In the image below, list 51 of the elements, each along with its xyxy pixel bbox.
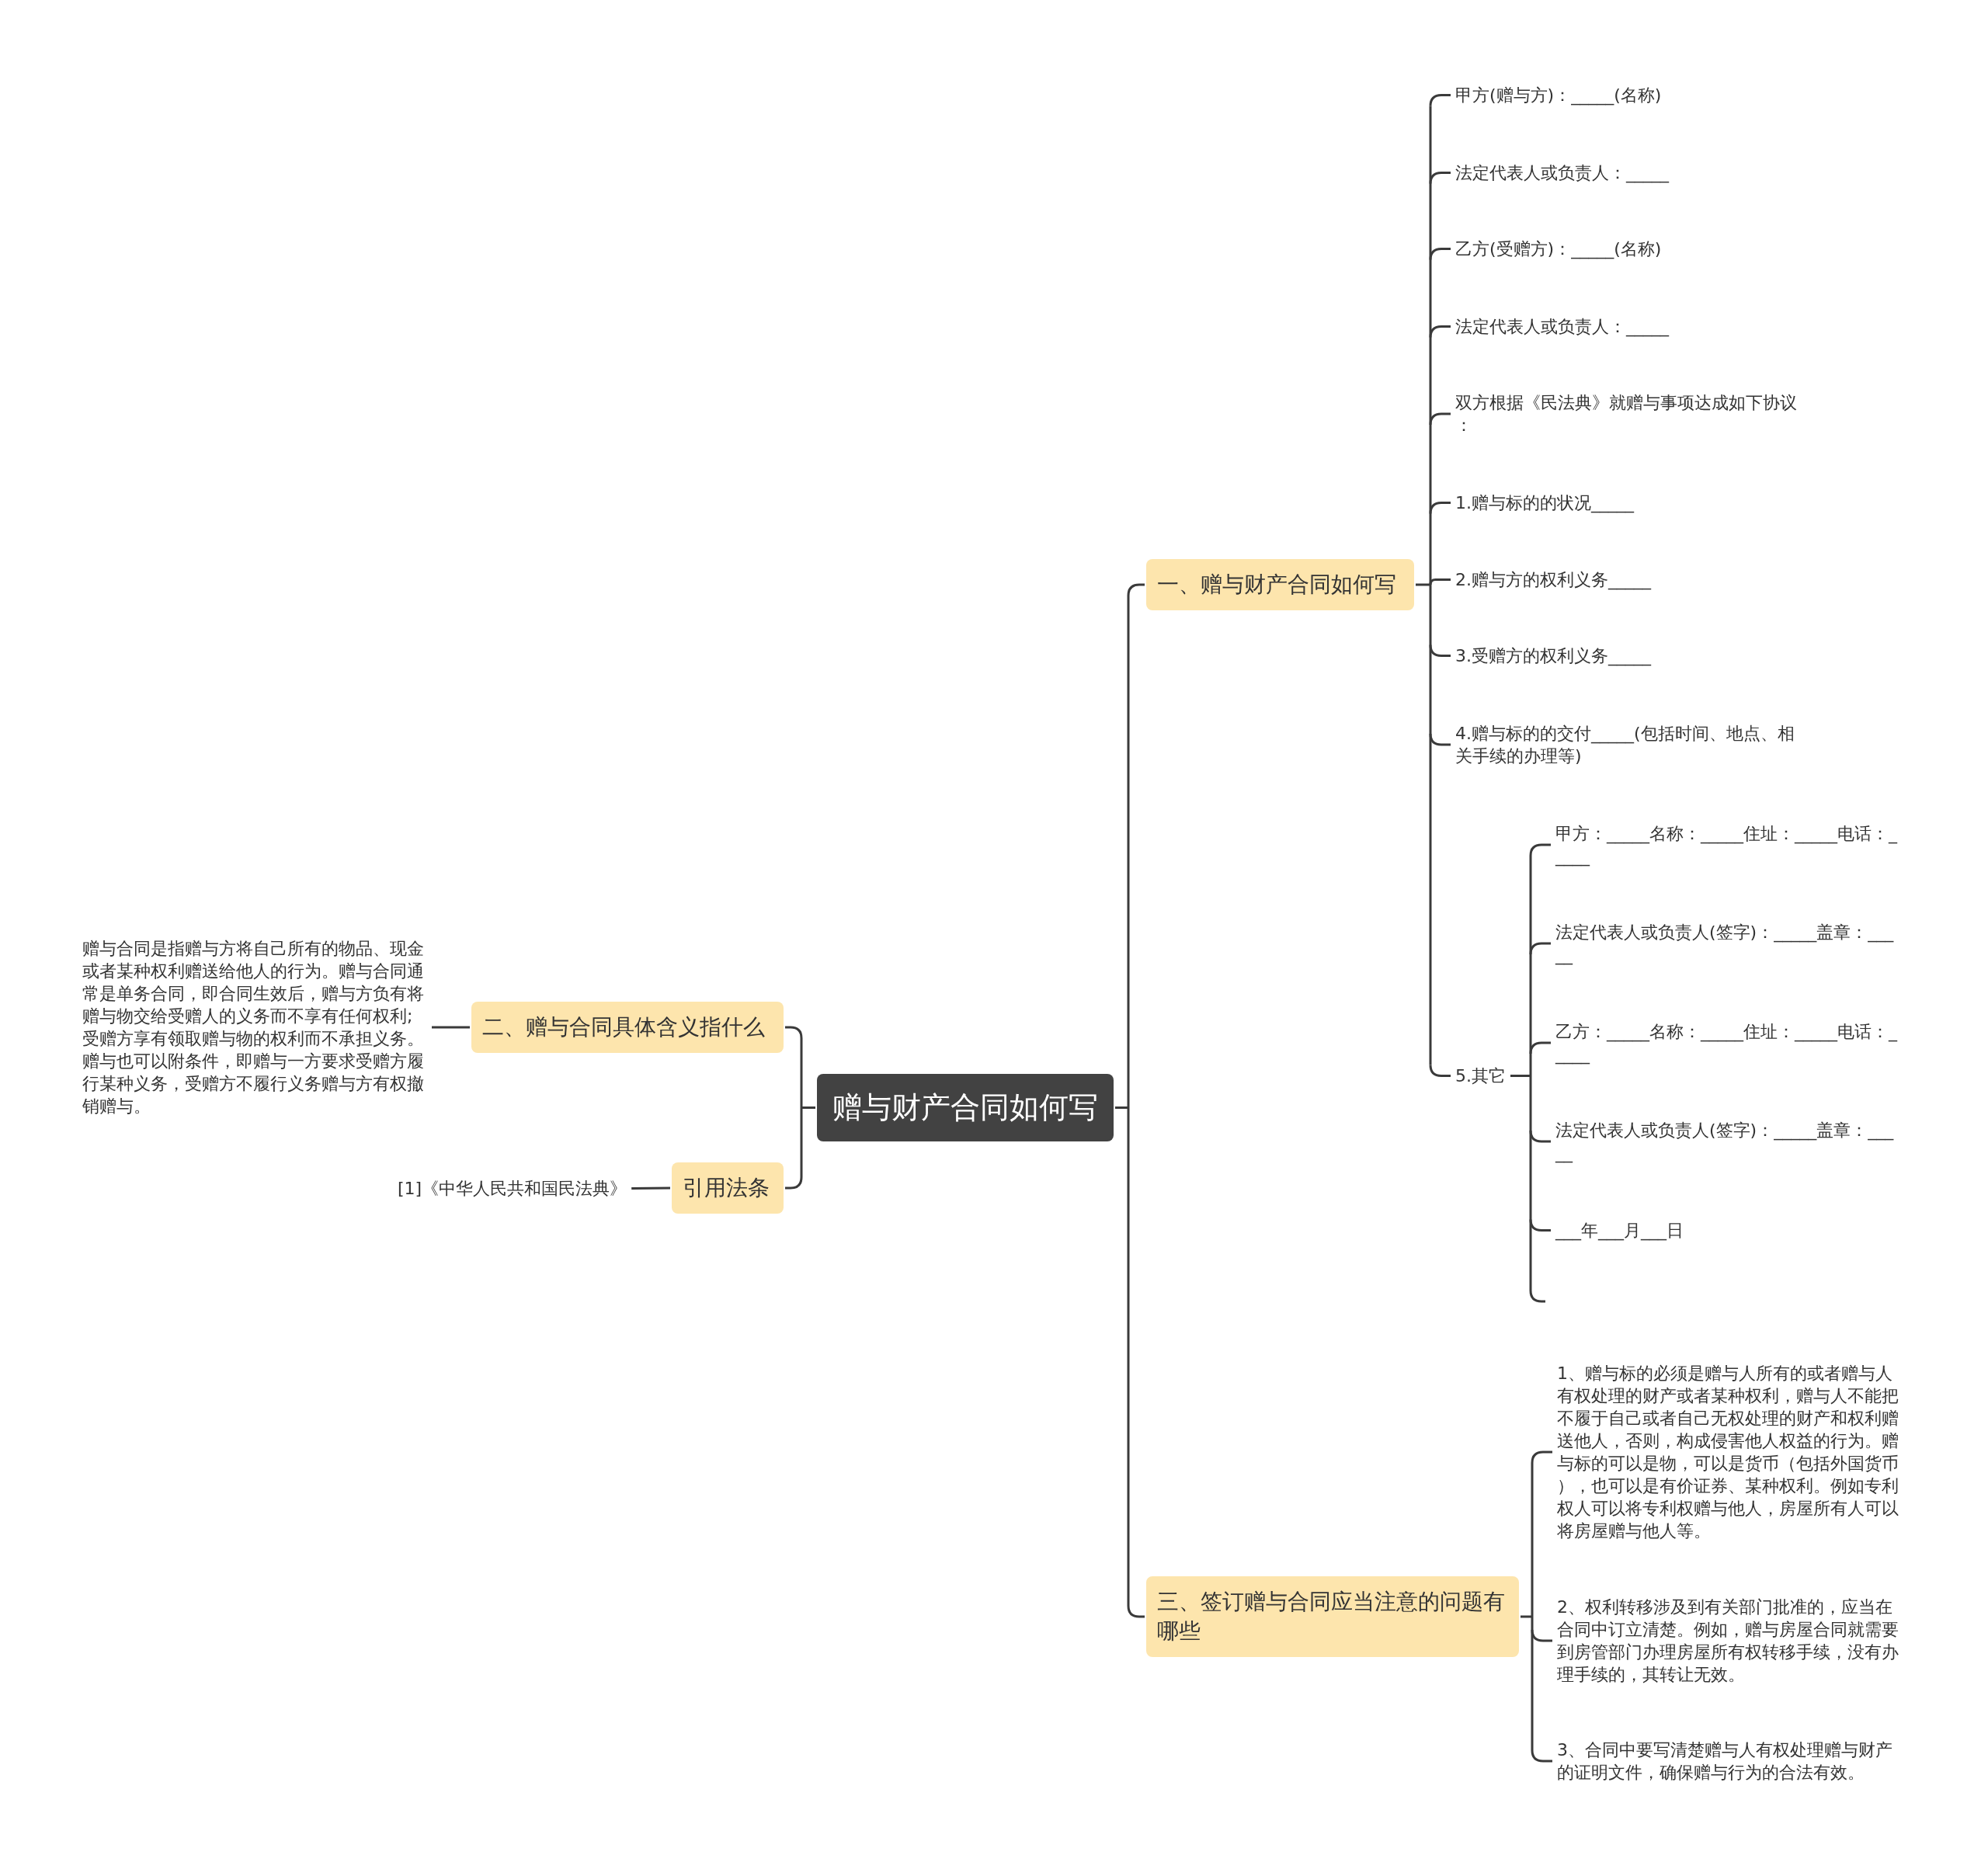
topic-label: 二、赠与合同具体含义指什么	[482, 1014, 765, 1040]
leaf-text: 甲方：_____名称：_____住址：_____电话：_____	[1552, 822, 1905, 867]
topic-label: 一、赠与财产合同如何写	[1157, 571, 1396, 597]
central-topic	[817, 1074, 1114, 1141]
branch-connector	[1127, 583, 1145, 596]
leaf-text: 3、合同中要写清楚赠与人有权处理赠与财产的证明文件，确保赠与行为的合法有效。	[1554, 1739, 1905, 1784]
leaf-text: 赠与合同是指赠与方将自己所有的物品、现金或者某种权利赠送给他人的行为。赠与合同通常是单务合同，即合同生效后，赠与方负有将赠与物交给受赠人的义务而不享有任何权利;受赠方享有领取赠与物的权利而不承担义务。赠与也可以附条件，即赠与一方要求受赠方履行某种义务，受赠方不履行义务赠与方有权撤销赠与。	[79, 937, 430, 1117]
leaf-text: 乙方(受赠方)：_____(名称)	[1452, 238, 1803, 260]
branch-connector	[1529, 1290, 1545, 1303]
branch-connector	[1529, 843, 1551, 856]
leaf-text: 1.赠与标的的状况_____	[1452, 492, 1803, 514]
topic-label: 三、签订赠与合同应当注意的问题有哪些	[1157, 1589, 1505, 1644]
branch-connector	[1127, 1605, 1145, 1618]
branch-connector	[1114, 594, 1130, 1607]
branch-connector	[1509, 854, 1532, 1292]
branch-connector	[1531, 1450, 1552, 1464]
branch-connector	[800, 1037, 817, 1179]
leaf-text: 法定代表人或负责人(签字)：_____盖章：_____	[1552, 1119, 1905, 1164]
branch-connector	[1429, 94, 1451, 106]
leaf-text: 2、权利转移涉及到有关部门批准的，应当在合同中订立清楚。例如，赠与房屋合同就需要到房管部门办理房屋所有权转移手续，没有办理手续的，其转让无效。	[1554, 1596, 1905, 1686]
topic-label: 引用法条	[683, 1175, 770, 1200]
branch-connector	[1429, 248, 1451, 260]
topic-box	[1146, 559, 1414, 610]
topic-box	[471, 1002, 784, 1053]
branch-connector	[1429, 172, 1451, 184]
branch-connector	[1519, 1461, 1534, 1752]
leaf-text: 双方根据《民法典》就赠与事项达成如下协议：	[1452, 391, 1803, 436]
leaf-text: 乙方：_____名称：_____住址：_____电话：_____	[1552, 1020, 1905, 1065]
branch-connector	[1531, 1749, 1552, 1763]
branch-connector	[1429, 1065, 1451, 1077]
branch-connector	[785, 1176, 803, 1190]
leaf-text: ___年___月___日	[1552, 1219, 1905, 1242]
topic-label: 赠与财产合同如何写	[832, 1089, 1098, 1126]
leaf-text: 3.受赠方的权利义务_____	[1452, 644, 1803, 667]
branch-connector	[1429, 502, 1451, 514]
topic-box	[672, 1162, 784, 1214]
leaf-text: [1]《中华人民共和国民法典》	[394, 1177, 631, 1200]
leaf-text: 法定代表人或负责人(签字)：_____盖章：_____	[1552, 921, 1905, 966]
branch-connector	[785, 1026, 803, 1039]
branch-connector	[432, 1026, 470, 1029]
branch-connector	[1414, 105, 1432, 1066]
branch-connector	[631, 1186, 670, 1190]
leaf-text: 2.赠与方的权利义务_____	[1452, 568, 1803, 591]
leaf-text: 5.其它	[1452, 1065, 1509, 1087]
branch-connector	[1429, 325, 1451, 338]
topic-box	[1146, 1576, 1519, 1657]
leaf-text: 甲方(赠与方)：_____(名称)	[1452, 84, 1803, 106]
leaf-text: 4.赠与标的的交付_____(包括时间、地点、相关手续的办理等)	[1452, 722, 1803, 767]
leaf-text: 法定代表人或负责人：_____	[1452, 315, 1803, 338]
leaf-text: 1、赠与标的必须是赠与人所有的或者赠与人有权处理的财产或者某种权利，赠与人不能把不履于自己或者自己无权处理的财产和权利赠送他人，否则，构成侵害他人权益的行为。赠与标的可以是物，可以是货币（包括外国货币），也可以是有价证券、某种权利。例如专利权人可以将专利权赠与他人，房屋所有人可以将房屋赠与他人等。	[1554, 1362, 1905, 1542]
leaf-text: 法定代表人或负责人：_____	[1452, 162, 1803, 184]
